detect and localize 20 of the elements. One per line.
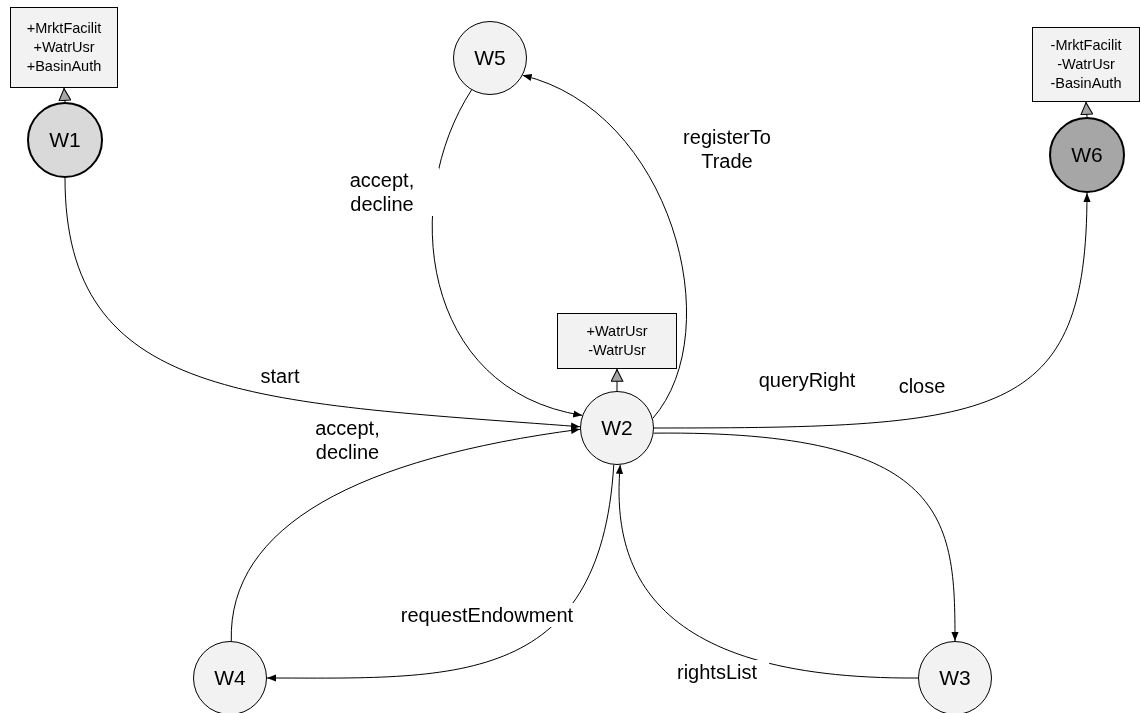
state-circle: W2 bbox=[580, 391, 654, 465]
note-connector bbox=[610, 368, 624, 392]
transition-arrow bbox=[266, 464, 615, 682]
transition-arrow bbox=[653, 192, 1091, 429]
note-box: -MrktFacilit -WatrUsr -BasinAuth bbox=[1032, 27, 1140, 102]
initial-state-circle: W1 bbox=[27, 102, 103, 178]
state-circle: W3 bbox=[918, 641, 992, 713]
transition-arrow bbox=[522, 74, 687, 419]
note-box: +WatrUsr -WatrUsr bbox=[557, 313, 677, 369]
state-circle: W4 bbox=[193, 641, 267, 713]
transition-arrow bbox=[616, 464, 919, 679]
note-connector bbox=[58, 87, 72, 103]
transition-arrow bbox=[431, 89, 583, 417]
state-circle: W5 bbox=[453, 21, 527, 95]
transition-arrow bbox=[653, 432, 959, 642]
note-connector bbox=[1080, 101, 1094, 118]
note-box: +MrktFacilit +WatrUsr +BasinAuth bbox=[10, 7, 118, 88]
transition-arrow bbox=[64, 177, 581, 430]
final-state-circle: W6 bbox=[1049, 117, 1125, 193]
transition-arrow bbox=[230, 427, 581, 642]
